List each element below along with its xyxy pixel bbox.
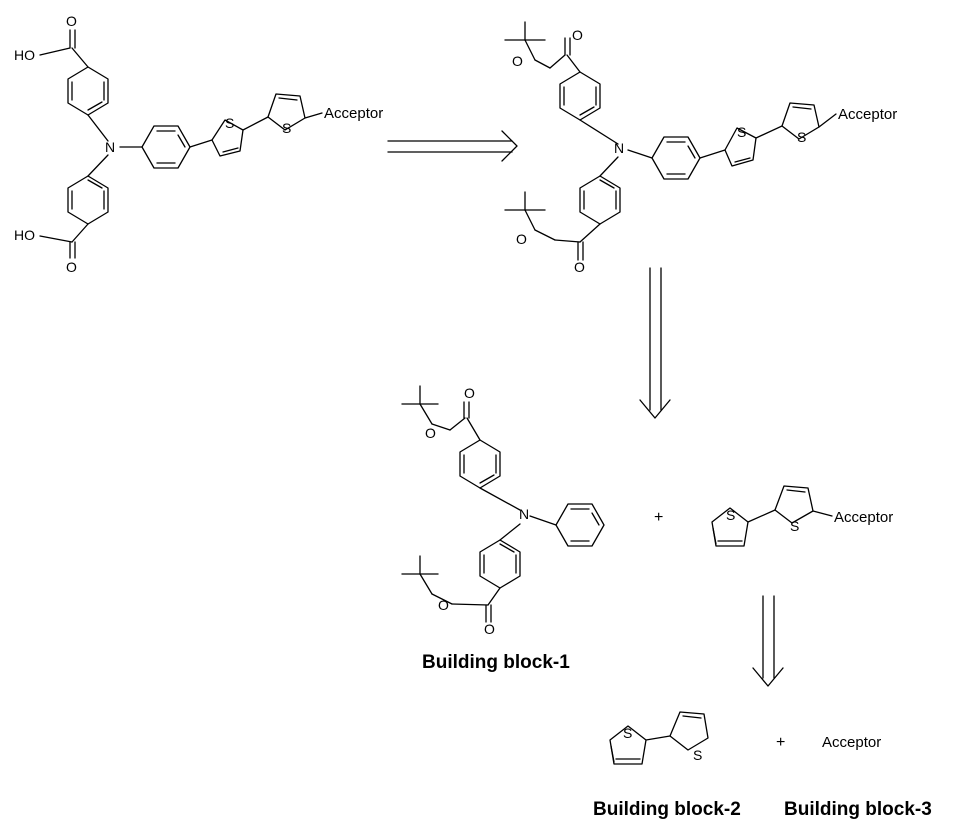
molecule-dicarboxylic-acid-dye: HO O N HO O S S — [14, 13, 383, 275]
acceptor-label-bithiophene: Acceptor — [834, 509, 893, 526]
ester-oxygen-bb1-upper: O — [425, 425, 436, 441]
caption-building-block-1: Building block-1 — [422, 652, 570, 673]
thiophene-sulfur-8: S — [693, 747, 702, 763]
molecule-di-tert-butyl-ester-dye: O O N O O — [504, 21, 897, 275]
thiophene-sulfur-3: S — [737, 124, 746, 140]
amine-nitrogen: N — [105, 139, 115, 155]
plus-sign-1: + — [654, 509, 663, 526]
retrosynthetic-arrow-3 — [752, 595, 784, 687]
retrosynthetic-arrow-1 — [387, 130, 518, 162]
molecule-building-block-1: O O N O O — [401, 385, 605, 637]
molecule-bithiophene-acceptor: S S Acceptor — [711, 485, 893, 547]
molecule-bithiophene: S S — [609, 711, 709, 765]
amine-nitrogen-bb1: N — [519, 506, 529, 522]
thiophene-sulfur-1: S — [225, 115, 234, 131]
thiophene-sulfur-7: S — [623, 725, 632, 741]
carbonyl-oxygen-lower-ester: O — [574, 259, 585, 275]
caption-building-block-2: Building block-2 — [593, 799, 741, 820]
carbonyl-oxygen-bb1-lower: O — [484, 621, 495, 637]
ester-oxygen-upper: O — [512, 53, 523, 69]
thiophene-sulfur-6: S — [790, 518, 799, 534]
hydroxyl-label-upper: HO — [14, 47, 35, 63]
carbonyl-oxygen-bb1-upper: O — [464, 385, 475, 401]
ester-oxygen-lower: O — [516, 231, 527, 247]
thiophene-sulfur-2: S — [282, 120, 291, 136]
acceptor-label-building-block-3: Acceptor — [822, 734, 881, 751]
thiophene-sulfur-4: S — [797, 129, 806, 145]
acceptor-label-dye-ester: Acceptor — [838, 106, 897, 123]
acceptor-label-dye-acid: Acceptor — [324, 105, 383, 122]
plus-sign-2: + — [776, 734, 785, 751]
retrosynthetic-arrow-2 — [639, 267, 671, 419]
carbonyl-oxygen-upper-ester: O — [572, 27, 583, 43]
hydroxyl-label-lower: HO — [14, 227, 35, 243]
carbonyl-oxygen-upper: O — [66, 13, 77, 29]
ester-oxygen-bb1-lower: O — [438, 597, 449, 613]
thiophene-sulfur-5: S — [726, 507, 735, 523]
amine-nitrogen-ester: N — [614, 140, 624, 156]
caption-building-block-3: Building block-3 — [784, 799, 932, 820]
carbonyl-oxygen-lower: O — [66, 259, 77, 275]
